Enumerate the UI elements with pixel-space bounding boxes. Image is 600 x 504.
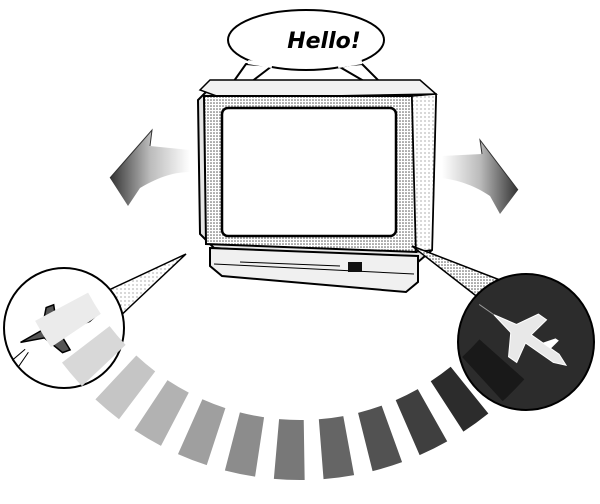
gradation-segment	[178, 399, 225, 465]
gradation-segment	[134, 380, 188, 446]
left-rotate-arrow	[110, 130, 190, 206]
gradation-segment	[274, 419, 305, 480]
gradation-segment	[225, 412, 264, 476]
speech-bubble-text: Hello!	[287, 29, 361, 54]
tv-screen	[222, 108, 396, 236]
television	[198, 80, 436, 292]
gradation-segment	[358, 406, 402, 471]
gradation-segment	[396, 389, 448, 455]
gradation-segment	[319, 416, 354, 479]
power-button-icon	[348, 262, 362, 272]
right-rotate-arrow	[442, 140, 518, 214]
